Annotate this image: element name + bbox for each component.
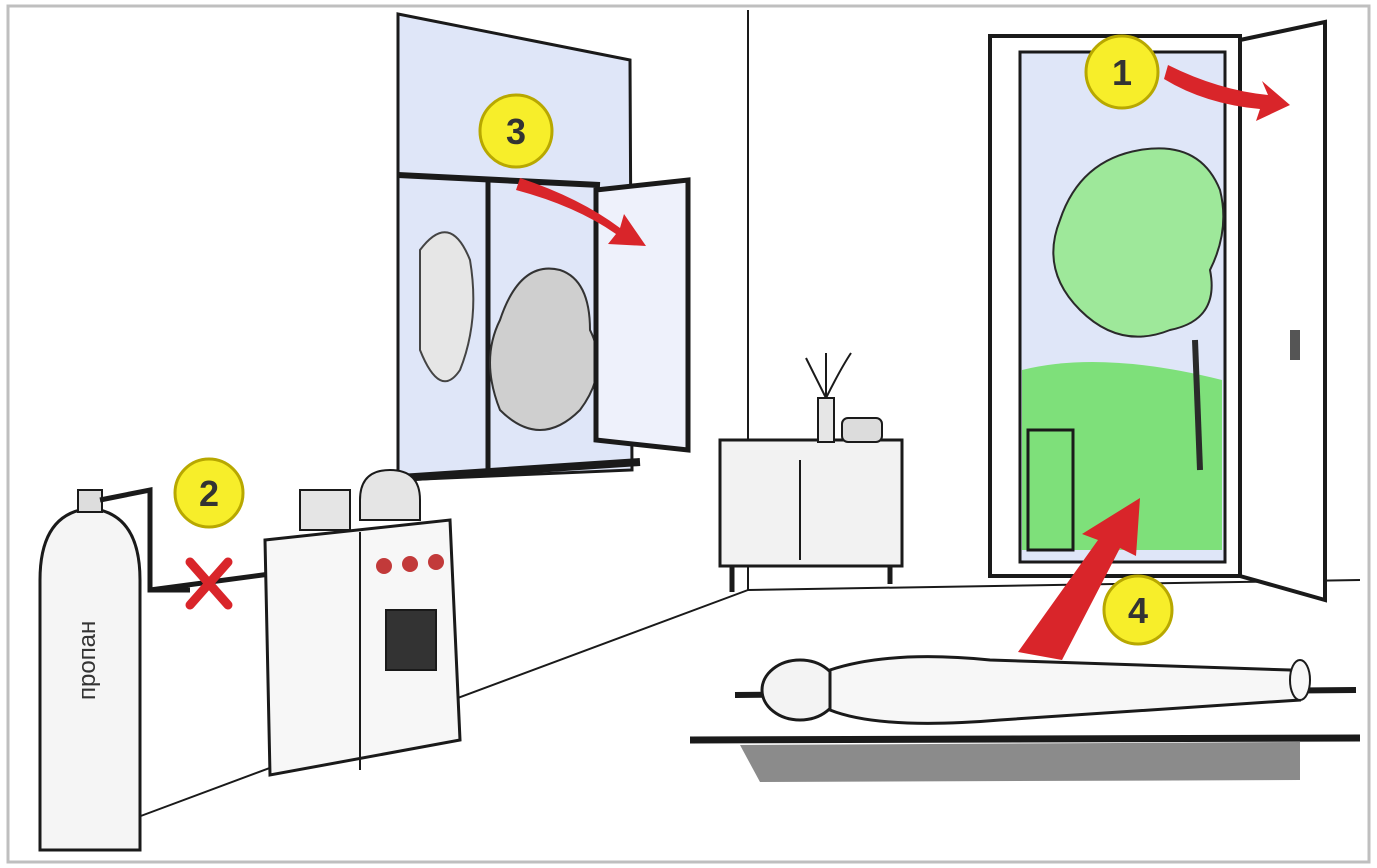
- cylinder-label: пропан: [74, 621, 101, 700]
- step-number-1: 1: [1112, 52, 1132, 93]
- step-number-2: 2: [199, 473, 219, 514]
- step-number-4: 4: [1128, 590, 1148, 631]
- step-badge-3: 3: [480, 95, 552, 167]
- step-number-3: 3: [506, 111, 526, 152]
- step-badge-4: 4: [1104, 576, 1172, 644]
- step-badge-2: 2: [175, 459, 243, 527]
- step-badge-1: 1: [1086, 36, 1158, 108]
